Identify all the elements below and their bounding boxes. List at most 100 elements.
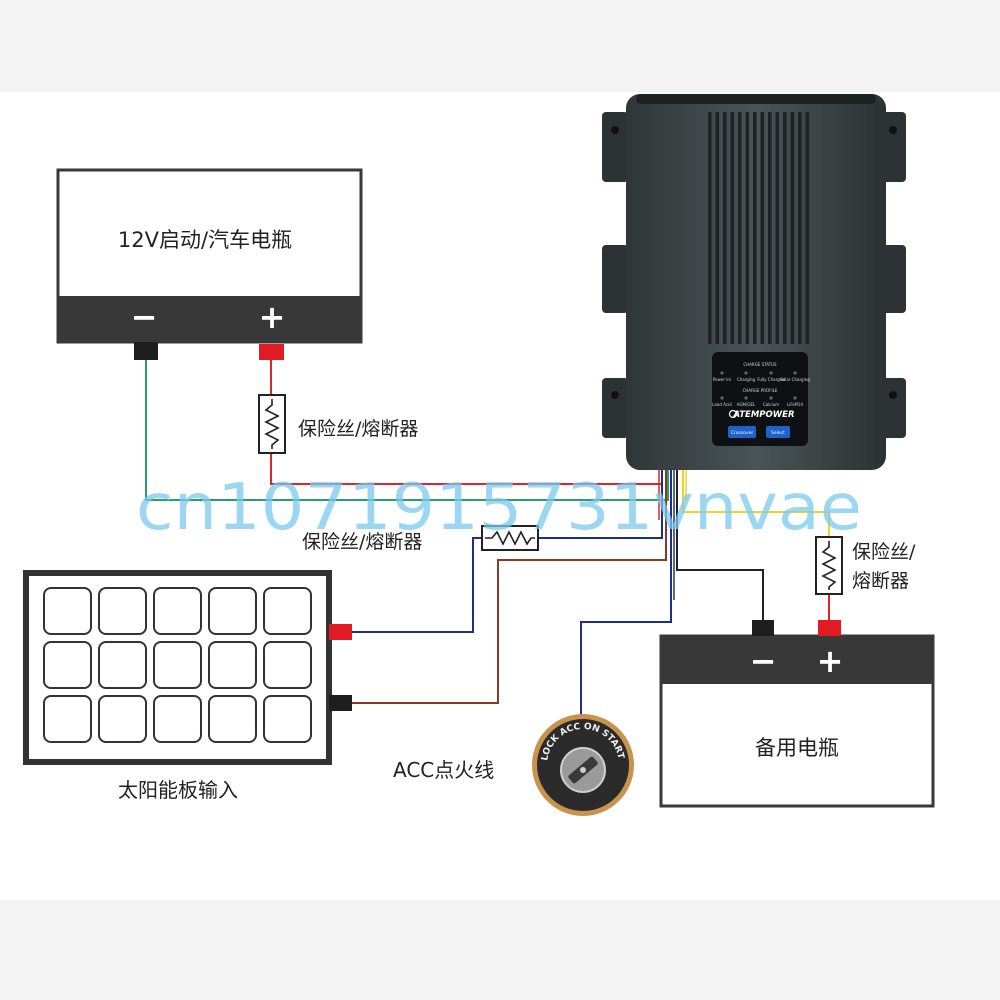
ignition-label: ACC点火线	[393, 758, 494, 782]
status-label-solar: Solar Charging	[780, 377, 810, 382]
heatsink-fin	[723, 112, 727, 344]
status-led	[744, 371, 748, 375]
solar-cell	[43, 641, 92, 689]
fuse-solar-element	[485, 530, 535, 546]
wire-ignition	[580, 470, 672, 730]
fuse-starter: 保险丝/熔断器	[258, 394, 418, 454]
status-led	[793, 371, 797, 375]
solar-panel-label: 太阳能板输入	[118, 778, 238, 802]
solar-positive-terminal	[329, 624, 352, 640]
crossover-button[interactable]	[728, 426, 756, 438]
wire-solar-positive	[352, 537, 482, 633]
crossover-button-label: Crossover	[731, 430, 754, 436]
solar-negative-terminal	[329, 695, 352, 711]
solar-cell	[98, 695, 147, 743]
bottom-margin-band	[0, 900, 1000, 1000]
backup-battery-plus-label: +	[817, 642, 844, 680]
wire-backup-positive	[682, 470, 830, 537]
wire-backup-negative	[676, 470, 764, 620]
profile-led	[720, 396, 724, 400]
wires	[145, 360, 830, 730]
backup-battery: − + 备用电瓶	[659, 620, 935, 808]
select-button-label: Select	[771, 430, 785, 436]
solar-cell	[263, 587, 312, 635]
status-indicators: Power Ini Charging Fully Charged Solar C…	[713, 371, 810, 382]
wire-solar-positive-to-charger	[538, 470, 663, 539]
charger-heatsink-fins	[708, 112, 810, 344]
profile-led	[769, 396, 773, 400]
charger-mount-tab	[602, 245, 628, 313]
charger-mount-tab	[602, 112, 628, 182]
ignition-key-center	[580, 767, 586, 773]
starter-battery: 12V启动/汽车电瓶 − +	[56, 168, 363, 360]
fuse-backup-element	[821, 541, 837, 590]
status-label-charging: Charging	[737, 377, 756, 382]
charger-mount-tab	[880, 378, 906, 438]
starter-battery-title: 12V启动/汽车电瓶	[118, 228, 292, 252]
fuse-starter-element	[264, 399, 280, 449]
heatsink-fin	[768, 112, 772, 344]
charger-mount-tab	[602, 378, 628, 438]
solar-cell	[43, 587, 92, 635]
backup-positive-terminal	[818, 620, 841, 636]
starter-battery-plus-label: +	[259, 298, 286, 336]
wire-starter-negative	[145, 360, 669, 501]
profile-label-agm: AGM/GEL	[737, 402, 756, 407]
charge-status-title: CHARGE STATUS	[743, 362, 777, 367]
profile-label-lifepo4: LiFePO4	[787, 402, 803, 407]
heatsink-fin	[783, 112, 787, 344]
brand-logo-icon	[728, 409, 738, 419]
solar-cell	[153, 641, 202, 689]
starter-positive-terminal	[259, 344, 284, 360]
fuse-solar: 保险丝/熔断器	[302, 525, 539, 553]
select-button[interactable]	[766, 426, 790, 438]
solar-cell	[98, 587, 147, 635]
solar-cells	[43, 587, 312, 743]
heatsink-fin	[775, 112, 780, 344]
watermark: cn1071915731vnvae	[136, 471, 862, 545]
starter-negative-terminal	[134, 342, 158, 360]
dc-dc-charger: CHARGE STATUS Power Ini Charging Fully C…	[602, 94, 906, 470]
profile-indicators: Lead Acid AGM/GEL Calcium LiFePO4	[712, 396, 803, 407]
heatsink-fin	[798, 112, 802, 344]
backup-negative-terminal	[752, 620, 774, 636]
status-led	[720, 371, 724, 375]
solar-cell	[263, 695, 312, 743]
mount-hole	[889, 391, 897, 399]
heatsink-fin	[790, 112, 795, 344]
backup-battery-top	[661, 636, 933, 684]
solar-cell	[208, 587, 257, 635]
charger-control-panel	[712, 352, 808, 446]
heatsink-fin	[738, 112, 742, 344]
heatsink-fin	[760, 112, 765, 344]
ignition-switch: LOCK ACC ON START ACC点火线	[393, 714, 634, 816]
heatsink-fin	[753, 112, 757, 344]
charger-mount-tab	[880, 245, 906, 313]
status-label-fully-charged: Fully Charged	[757, 377, 785, 382]
profile-led	[744, 396, 748, 400]
fuse-backup-label-line2: 熔断器	[852, 570, 909, 592]
backup-battery-title: 备用电瓶	[755, 736, 839, 760]
solar-cell	[208, 695, 257, 743]
profile-label-calcium: Calcium	[763, 402, 779, 407]
mount-hole	[611, 391, 619, 399]
solar-cell	[43, 695, 92, 743]
solar-panel: 太阳能板输入	[23, 570, 352, 802]
fuse-starter-label: 保险丝/熔断器	[298, 418, 418, 440]
backup-battery-minus-label: −	[750, 642, 777, 680]
solar-cell	[208, 641, 257, 689]
mount-hole	[889, 126, 897, 134]
fuse-backup-label-line1: 保险丝/	[852, 541, 916, 563]
fuse-backup: 保险丝/ 熔断器	[815, 536, 916, 595]
solar-cell	[263, 641, 312, 689]
solar-cell	[153, 695, 202, 743]
solar-cell	[98, 641, 147, 689]
heatsink-fin	[708, 112, 712, 344]
solar-cell	[153, 587, 202, 635]
status-label-power: Power Ini	[713, 377, 731, 382]
charger-mount-tab	[880, 112, 906, 182]
wire-solar-negative	[352, 470, 667, 704]
heatsink-fin	[805, 112, 810, 344]
profile-led	[793, 396, 797, 400]
